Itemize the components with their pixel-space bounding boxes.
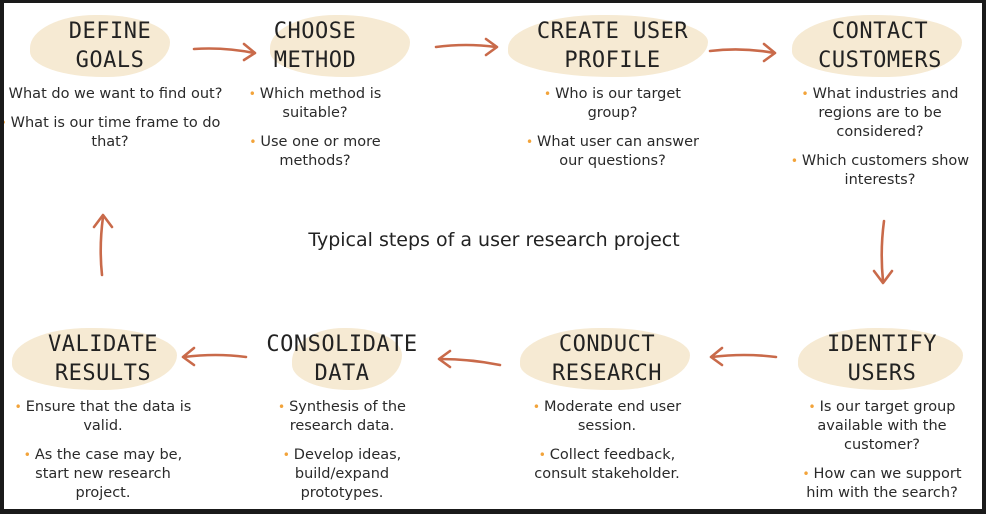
- bullet-dot-icon: •: [525, 135, 534, 149]
- step-title: CONSOLIDATE DATA: [266, 332, 418, 386]
- bullet-item: •Who is our target group?: [544, 86, 681, 121]
- arrow-down-icon: [872, 219, 894, 285]
- arrow-up-icon: [92, 213, 114, 277]
- step-bullets: •Ensure that the data is valid. •As the …: [4, 398, 202, 503]
- step-define-goals: DEFINE GOALS •What do we want to find ou…: [4, 5, 230, 162]
- arrow-right-icon: [192, 42, 257, 62]
- arrow-left-icon: [709, 346, 778, 367]
- step-title: CONTACT CUSTOMERS: [818, 19, 942, 73]
- step-title: VALIDATE RESULTS: [48, 332, 158, 386]
- bullet-item: •Is our target group available with the …: [808, 399, 956, 453]
- bullet-dot-icon: •: [282, 448, 290, 462]
- step-highlight: [30, 15, 170, 77]
- arrow-right-icon: [434, 37, 499, 57]
- bullet-item: •Develop ideas, build/expand prototypes.: [282, 447, 402, 501]
- step-validate-results: VALIDATE RESULTS •Ensure that the data i…: [4, 318, 202, 509]
- bullet-dot-icon: •: [801, 87, 809, 101]
- bullet-dot-icon: •: [802, 467, 810, 481]
- step-title: CHOOSE METHOD: [273, 19, 357, 73]
- step-consolidate-data: CONSOLIDATE DATA •Synthesis of the resea…: [252, 318, 432, 509]
- step-choose-method: CHOOSE METHOD •Which method is suitable?…: [230, 5, 410, 181]
- bullet-dot-icon: •: [14, 400, 22, 414]
- bullet-dot-icon: •: [790, 154, 798, 168]
- diagram-caption: Typical steps of a user research project: [308, 229, 680, 251]
- step-bullets: •What industries and regions are to be c…: [782, 85, 978, 190]
- bullet-dot-icon: •: [248, 87, 256, 101]
- bullet-dot-icon: •: [544, 87, 552, 101]
- bullet-dot-icon: •: [532, 400, 540, 414]
- bullet-item: •How can we support him with the search?: [802, 466, 962, 501]
- step-conduct-research: CONDUCT RESEARCH •Moderate end user sess…: [512, 318, 702, 494]
- bullet-item: •Moderate end user session.: [532, 399, 682, 434]
- bullet-dot-icon: •: [538, 448, 546, 462]
- bullet-dot-icon: •: [4, 116, 7, 130]
- bullet-item: •What user can answer our questions?: [525, 134, 700, 169]
- step-title: DEFINE GOALS: [68, 19, 152, 73]
- step-highlight: [12, 328, 177, 390]
- bullet-item: •As the case may be, start new research …: [23, 447, 183, 501]
- step-highlight: [270, 15, 410, 77]
- step-highlight: [292, 328, 402, 390]
- step-contact-customers: CONTACT CUSTOMERS •What industries and r…: [782, 5, 978, 200]
- step-bullets: •Is our target group available with the …: [792, 398, 972, 503]
- arrow-left-icon: [181, 346, 248, 367]
- step-bullets: •Which method is suitable? •Use one or m…: [230, 85, 400, 171]
- bullet-dot-icon: •: [4, 87, 5, 101]
- step-highlight: [792, 15, 962, 77]
- bullet-item: •Use one or more methods?: [249, 134, 381, 169]
- bullet-item: •Ensure that the data is valid.: [14, 399, 192, 434]
- step-highlight: [508, 15, 708, 77]
- bullet-item: •What industries and regions are to be c…: [801, 86, 959, 140]
- bullet-item: •Collect feedback, consult stakeholder.: [534, 447, 680, 482]
- bullet-item: •What do we want to find out?: [4, 85, 230, 104]
- bullet-item: •Which method is suitable?: [248, 86, 382, 121]
- step-highlight: [520, 328, 690, 390]
- flow-arrows: [92, 37, 894, 369]
- step-bullets: •Who is our target group? •What user can…: [500, 85, 725, 171]
- bullet-item: •What is our time frame to do that?: [4, 114, 230, 152]
- bullet-dot-icon: •: [278, 400, 286, 414]
- bullet-dot-icon: •: [808, 400, 816, 414]
- arrow-left-icon: [437, 349, 502, 369]
- bullet-item: •Synthesis of the research data.: [278, 399, 406, 434]
- step-create-user-profile: CREATE USER PROFILE •Who is our target g…: [500, 5, 725, 181]
- arrow-right-icon: [708, 42, 777, 63]
- bullet-item: •Which customers show interests?: [790, 153, 970, 188]
- step-title: IDENTIFY USERS: [827, 332, 937, 386]
- step-bullets: •What do we want to find out? •What is o…: [4, 85, 230, 152]
- bullet-dot-icon: •: [23, 448, 31, 462]
- step-title: CONDUCT RESEARCH: [552, 332, 662, 386]
- step-identify-users: IDENTIFY USERS •Is our target group avai…: [792, 318, 972, 509]
- step-bullets: •Synthesis of the research data. •Develo…: [252, 398, 432, 503]
- step-bullets: •Moderate end user session. •Collect fee…: [512, 398, 702, 484]
- bullet-dot-icon: •: [249, 135, 257, 149]
- step-highlight: [798, 328, 963, 390]
- step-title: CREATE USER PROFILE: [536, 19, 689, 73]
- diagram-canvas: DEFINE GOALS •What do we want to find ou…: [4, 3, 982, 509]
